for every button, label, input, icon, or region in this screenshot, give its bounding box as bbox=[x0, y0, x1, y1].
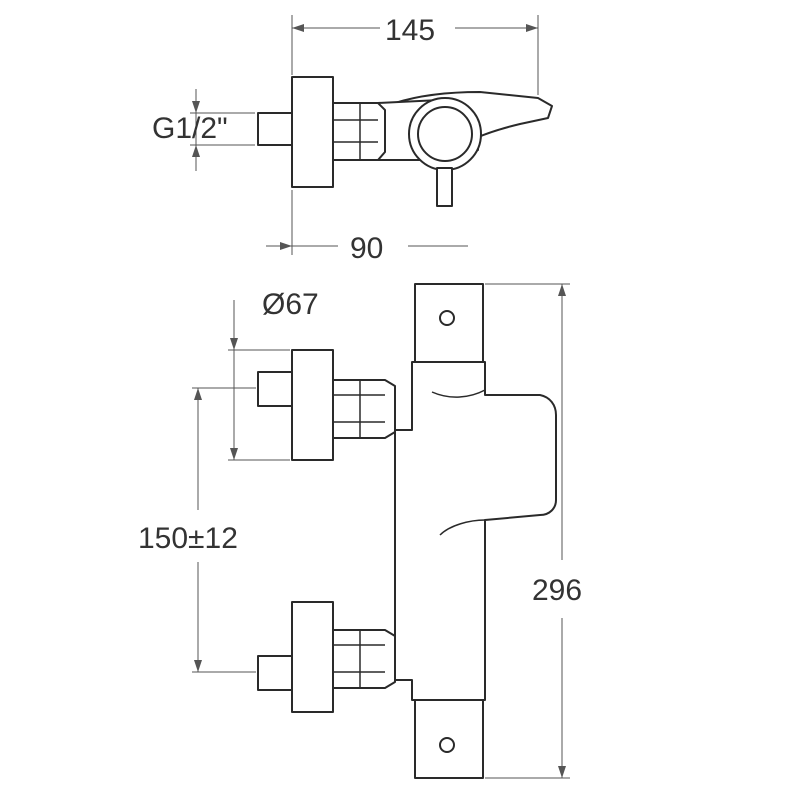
top-knob-inner bbox=[417, 106, 473, 162]
front-view bbox=[257, 283, 557, 779]
dimension-labels: 145 G1/2" 90 Ø67 150±12 296 bbox=[138, 14, 582, 607]
top-pipe bbox=[257, 112, 293, 146]
lower-inlet bbox=[257, 601, 396, 713]
label-height: 296 bbox=[532, 574, 582, 607]
top-view bbox=[257, 76, 553, 207]
top-hex-nut bbox=[332, 102, 386, 161]
top-flange bbox=[291, 76, 334, 188]
label-flange-diameter: Ø67 bbox=[262, 288, 319, 321]
bottom-cap-screw bbox=[439, 737, 455, 753]
upper-inlet bbox=[257, 349, 396, 461]
label-depth: 90 bbox=[350, 232, 383, 265]
label-center-distance: 150±12 bbox=[138, 522, 238, 555]
front-body bbox=[394, 361, 557, 701]
dimension-lines bbox=[190, 15, 570, 779]
label-thread: G1/2" bbox=[152, 112, 228, 145]
label-total-width: 145 bbox=[385, 14, 435, 47]
top-cap-screw bbox=[439, 310, 455, 326]
diverter-stem bbox=[436, 167, 453, 207]
